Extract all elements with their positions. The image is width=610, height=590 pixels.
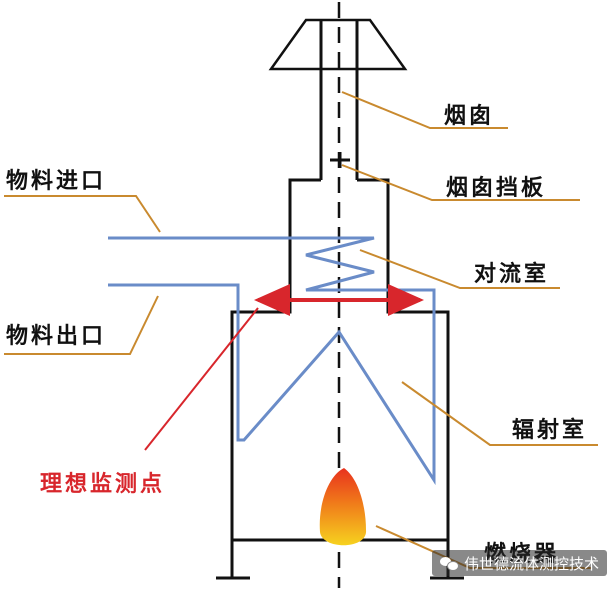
leader-convection	[359, 249, 560, 289]
chimney-cap	[268, 18, 408, 71]
leader-chimney	[341, 91, 508, 129]
inlet-label: 物料进口	[6, 169, 107, 194]
monitor-point-label: 理想监测点	[40, 472, 166, 497]
radiant-label: 辐射室	[512, 418, 588, 443]
leader-outlet	[4, 295, 159, 355]
watermark-text: 伟世德流体测控技术	[464, 554, 600, 573]
chimney-label: 烟囱	[444, 104, 495, 129]
watermark: 伟世德流体测控技术	[432, 550, 608, 576]
convection-label: 对流室	[474, 262, 550, 287]
leader-lines	[4, 91, 598, 569]
burner-flame	[319, 468, 367, 546]
damper-label: 烟囱挡板	[446, 176, 547, 201]
outlet-label: 物料出口	[6, 324, 107, 349]
leader-monitor	[144, 307, 259, 451]
leader-damper	[341, 164, 580, 201]
leader-inlet	[4, 195, 161, 233]
leader-radiant	[401, 381, 598, 446]
wechat-icon	[440, 556, 459, 571]
process-coil	[108, 236, 436, 486]
